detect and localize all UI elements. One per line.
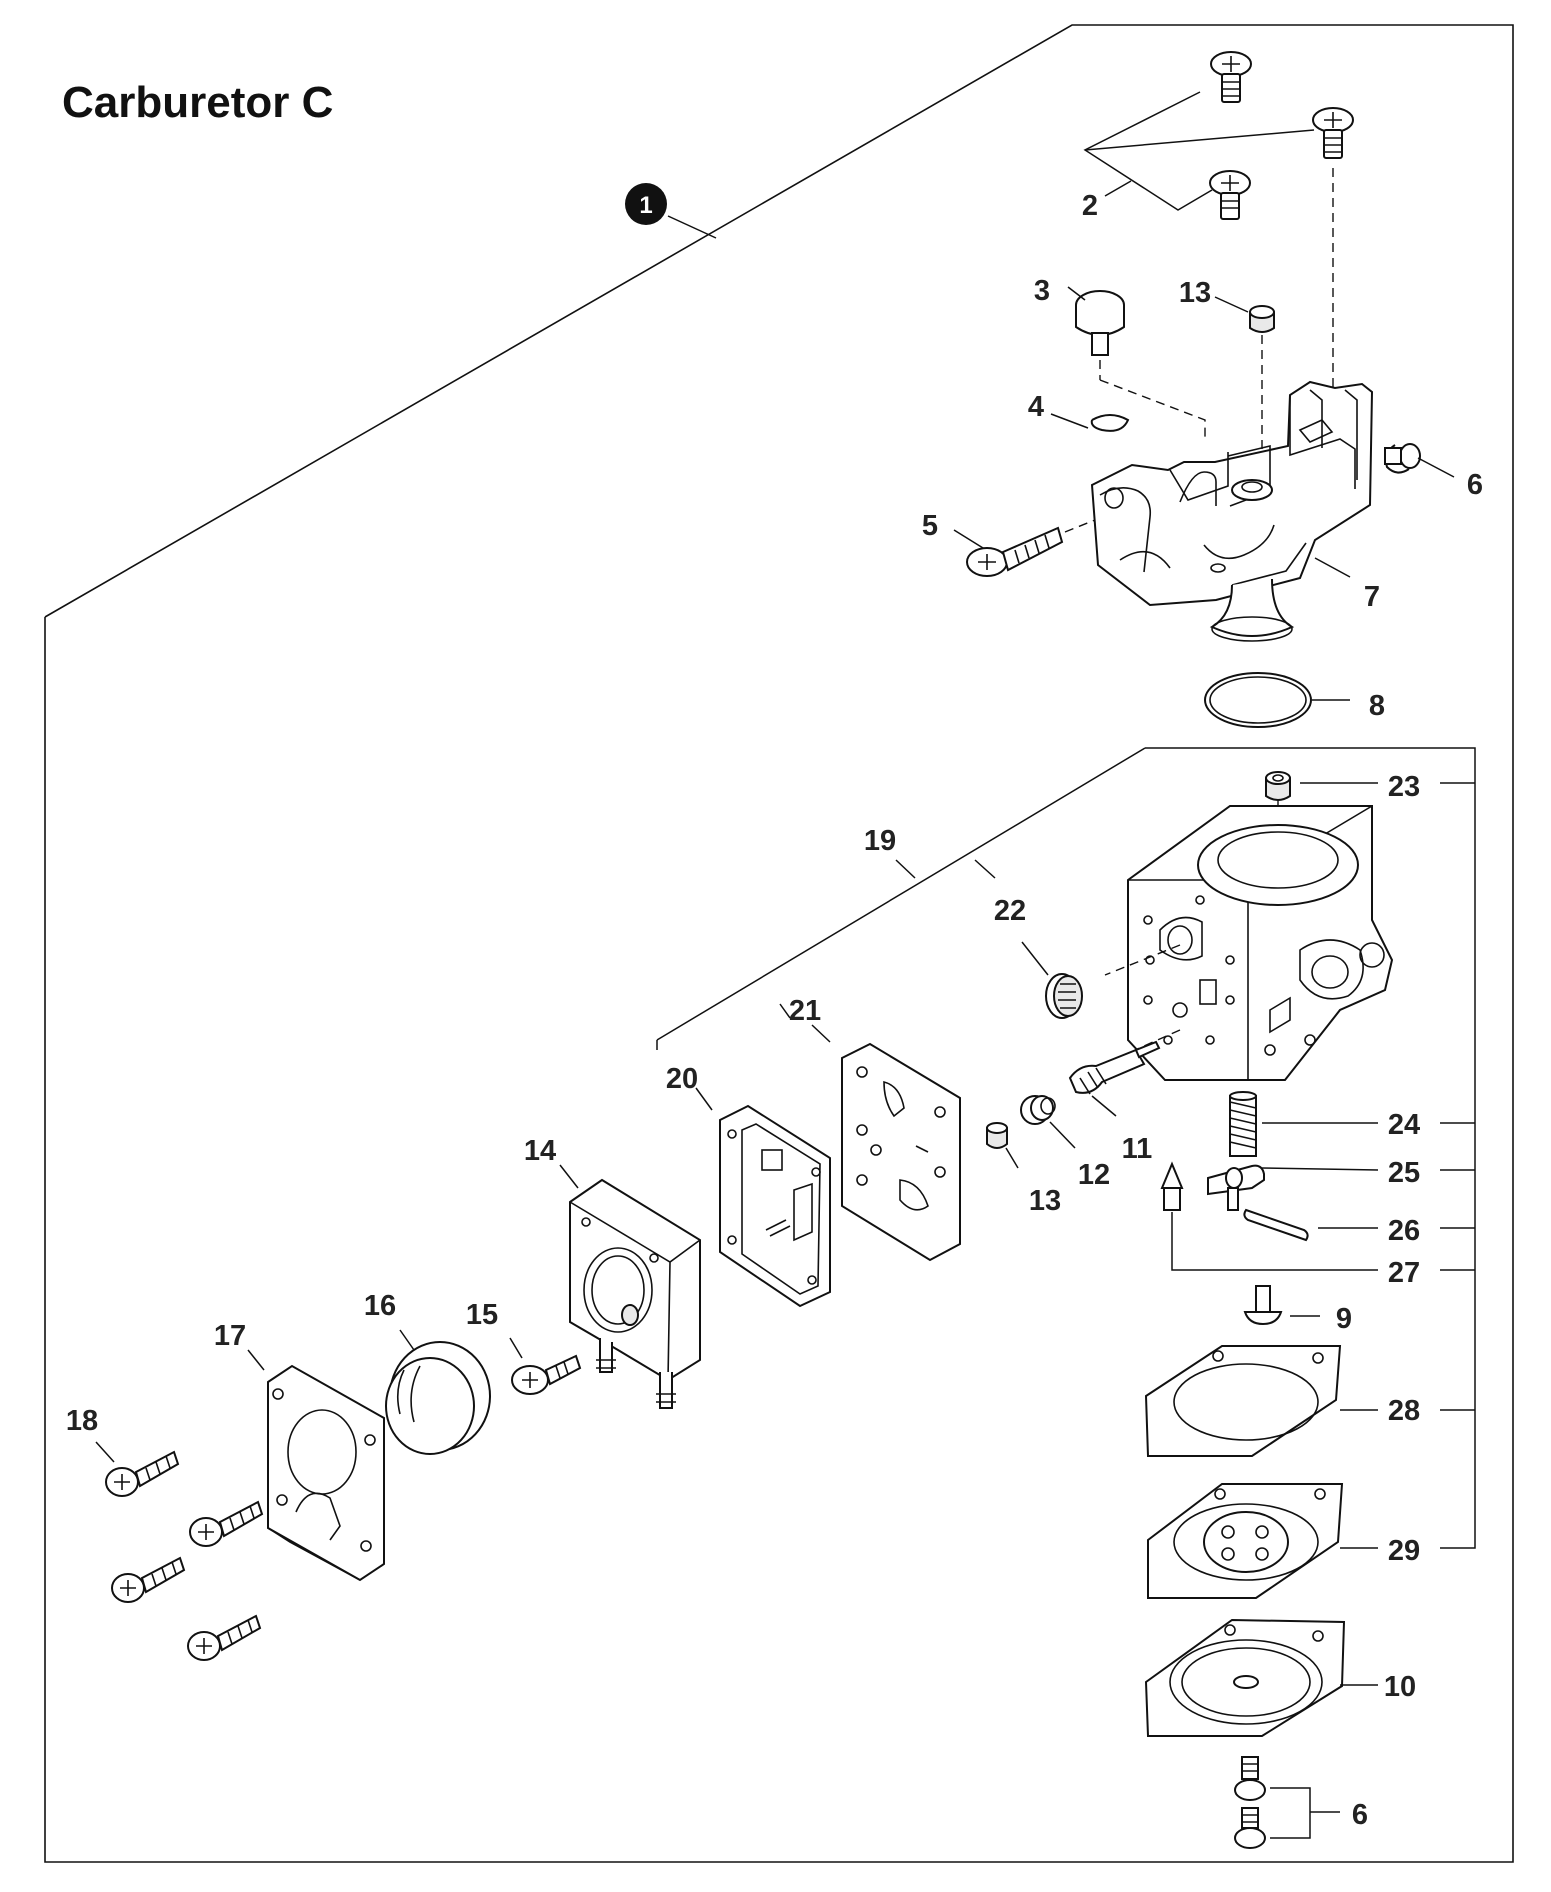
- primer-bulb-part-16: [385, 1341, 491, 1455]
- screw-part-6-lower-a: [1234, 1756, 1266, 1801]
- page-title: Carburetor C: [62, 78, 333, 127]
- screw-part-15: [511, 1354, 582, 1395]
- callout-24: 24: [1388, 1109, 1420, 1141]
- spring-part-12: [1020, 1095, 1056, 1125]
- filter-screen-part-22: [1045, 973, 1083, 1019]
- inlet-needle-part-27: [1160, 1161, 1184, 1211]
- pump-body-part-14: [569, 1178, 701, 1409]
- screw-part-2-b: [1312, 107, 1354, 159]
- callout-6: 6: [1467, 469, 1483, 501]
- metering-lever-part-25: [1207, 1164, 1265, 1211]
- callout-15: 15: [466, 1299, 498, 1331]
- callout-3: 3: [1034, 275, 1050, 307]
- gasket-part-21: [841, 1042, 961, 1262]
- callout-19: 19: [864, 825, 896, 857]
- lever-pin-part-26: [1243, 1208, 1309, 1242]
- e-clip-part-4: [1090, 414, 1130, 432]
- screw-part-6-upper: [1384, 443, 1421, 474]
- callout-11: 11: [1122, 1133, 1153, 1165]
- carburetor-cover-part-7: [1090, 380, 1374, 642]
- kit-bracket: [1145, 747, 1476, 1549]
- callout-14: 14: [524, 1135, 556, 1167]
- callout-17: 17: [214, 1320, 246, 1352]
- callout-bracket-2: [1083, 91, 1213, 211]
- assembly-reference-marker: 1: [625, 183, 717, 239]
- screw-part-18-c: [111, 1556, 186, 1603]
- callout-5: 5: [922, 510, 938, 542]
- callout-21: 21: [789, 995, 821, 1027]
- gasket-part-28: [1144, 1345, 1342, 1457]
- plug-part-23: [1265, 771, 1291, 801]
- spring-part-24: [1229, 1091, 1257, 1157]
- screw-part-2-c: [1209, 170, 1251, 220]
- adjust-needle-part-11: [1068, 1040, 1161, 1095]
- callout-10: 10: [1384, 1671, 1416, 1703]
- o-ring-part-8: [1204, 672, 1312, 728]
- callout-22: 22: [994, 895, 1026, 927]
- screw-part-6-lower-b: [1234, 1807, 1266, 1849]
- callout-27: 27: [1388, 1257, 1420, 1289]
- callout-13: 13: [1179, 277, 1211, 309]
- callout-4: 4: [1028, 391, 1044, 423]
- callout-20: 20: [666, 1063, 698, 1095]
- screw-part-9: [1243, 1285, 1283, 1326]
- callout-9: 9: [1336, 1303, 1352, 1335]
- plug-part-13-upper: [1249, 305, 1275, 333]
- callout-6-lower: 6: [1352, 1799, 1368, 1831]
- svg-text:1: 1: [639, 192, 652, 219]
- callout-8: 8: [1369, 690, 1385, 722]
- callout-28: 28: [1388, 1395, 1420, 1427]
- callout-7: 7: [1364, 581, 1380, 613]
- callout-18: 18: [66, 1405, 98, 1437]
- primer-cover-plate-part-17: [267, 1364, 385, 1582]
- carburetor-body: [1127, 805, 1394, 1081]
- screw-part-2-a: [1210, 51, 1252, 103]
- screw-part-18-d: [187, 1614, 262, 1661]
- callout-12: 12: [1078, 1159, 1110, 1191]
- callout-29: 29: [1388, 1535, 1420, 1567]
- assembly-frame: [44, 24, 1514, 1863]
- plug-part-13-lower: [986, 1122, 1008, 1149]
- choke-shaft-part-3: [1075, 290, 1125, 356]
- gasket-part-20: [719, 1104, 831, 1308]
- callout-2: 2: [1082, 190, 1098, 222]
- screw-part-5: [966, 526, 1064, 577]
- diaphragm-part-29: [1147, 1483, 1344, 1599]
- callout-16: 16: [364, 1290, 396, 1322]
- callout-26: 26: [1388, 1215, 1420, 1247]
- callout-25: 25: [1388, 1157, 1420, 1189]
- callout-23: 23: [1388, 771, 1420, 803]
- screw-part-18-b: [189, 1500, 264, 1547]
- callout-13-lower: 13: [1029, 1185, 1061, 1217]
- screw-part-18-a: [105, 1450, 180, 1497]
- diaphragm-cover-part-10: [1144, 1618, 1346, 1737]
